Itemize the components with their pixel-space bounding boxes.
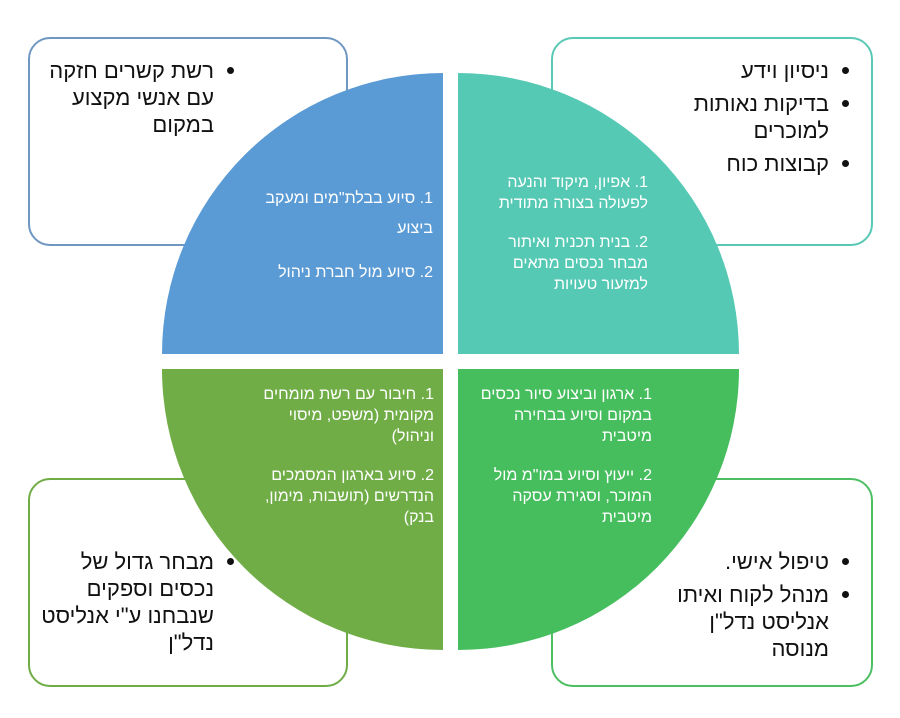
quadrant-bottom-right-text: 1. ארגון וביצוע סיור נכסים במקום וסיוע ב… [466,384,652,528]
quadrant-bottom-right [458,369,739,650]
quadrant-top-right-text: 1. אפיון, מיקוד והנעה לפעולה בצורה מתודי… [466,172,648,295]
quadrant-top-left [162,73,443,354]
quadrant-item: 2. סיוע בארגון המסמכים הנדרשים (תושבות, … [264,467,434,526]
quadrant-item: 1. סיוע בבלת"מים ומעקב ביצוע [265,190,433,237]
list-item: טיפול אישי. [651,548,851,575]
box-top-left-list: רשת קשרים חזקה עם אנשי מקצוע במקום [46,57,236,144]
quadrant-item: 2. סיוע מול חברת ניהול [278,264,433,281]
quadrant-top-right [458,73,739,354]
box-top-right-list: ניסיון וידע בדיקות נאותות למוכרים קבוצות… [661,57,851,183]
list-item: בדיקות נאותות למוכרים [661,90,851,144]
box-bottom-left-list: מבחר גדול של נכסים וספקים שנבחנו ע"י אנל… [36,548,236,662]
quadrant-bottom-left [162,369,443,650]
list-item: מבחר גדול של נכסים וספקים שנבחנו ע"י אנל… [36,548,236,656]
list-item: קבוצות כוח [661,150,851,177]
quadrant-top-left-text: 1. סיוע בבלת"מים ומעקב ביצוע 2. סיוע מול… [245,184,433,283]
list-item: ניסיון וידע [661,57,851,84]
quadrant-item: 1. ארגון וביצוע סיור נכסים במקום וסיוע ב… [480,386,652,445]
quadrant-bottom-left-text: 1. חיבור עם רשת מומחים מקומית (משפט, מיס… [250,384,434,528]
quadrant-item: 1. אפיון, מיקוד והנעה לפעולה בצורה מתודי… [498,174,648,212]
quadrant-item: 2. ייעוץ וסיוע במו"מ מול המוכר, וסגירת ע… [493,467,652,526]
quadrant-item: 2. בנית תכנית ואיתור מבחר נכסים מתאים למ… [508,234,648,293]
quadrant-item: 1. חיבור עם רשת מומחים מקומית (משפט, מיס… [263,386,434,445]
list-item: רשת קשרים חזקה עם אנשי מקצוע במקום [46,57,236,138]
list-item: מנהל לקוח ואיתו אנליסט נדל"ן מנוסה [651,581,851,662]
box-bottom-right-list: טיפול אישי. מנהל לקוח ואיתו אנליסט נדל"ן… [651,548,851,668]
